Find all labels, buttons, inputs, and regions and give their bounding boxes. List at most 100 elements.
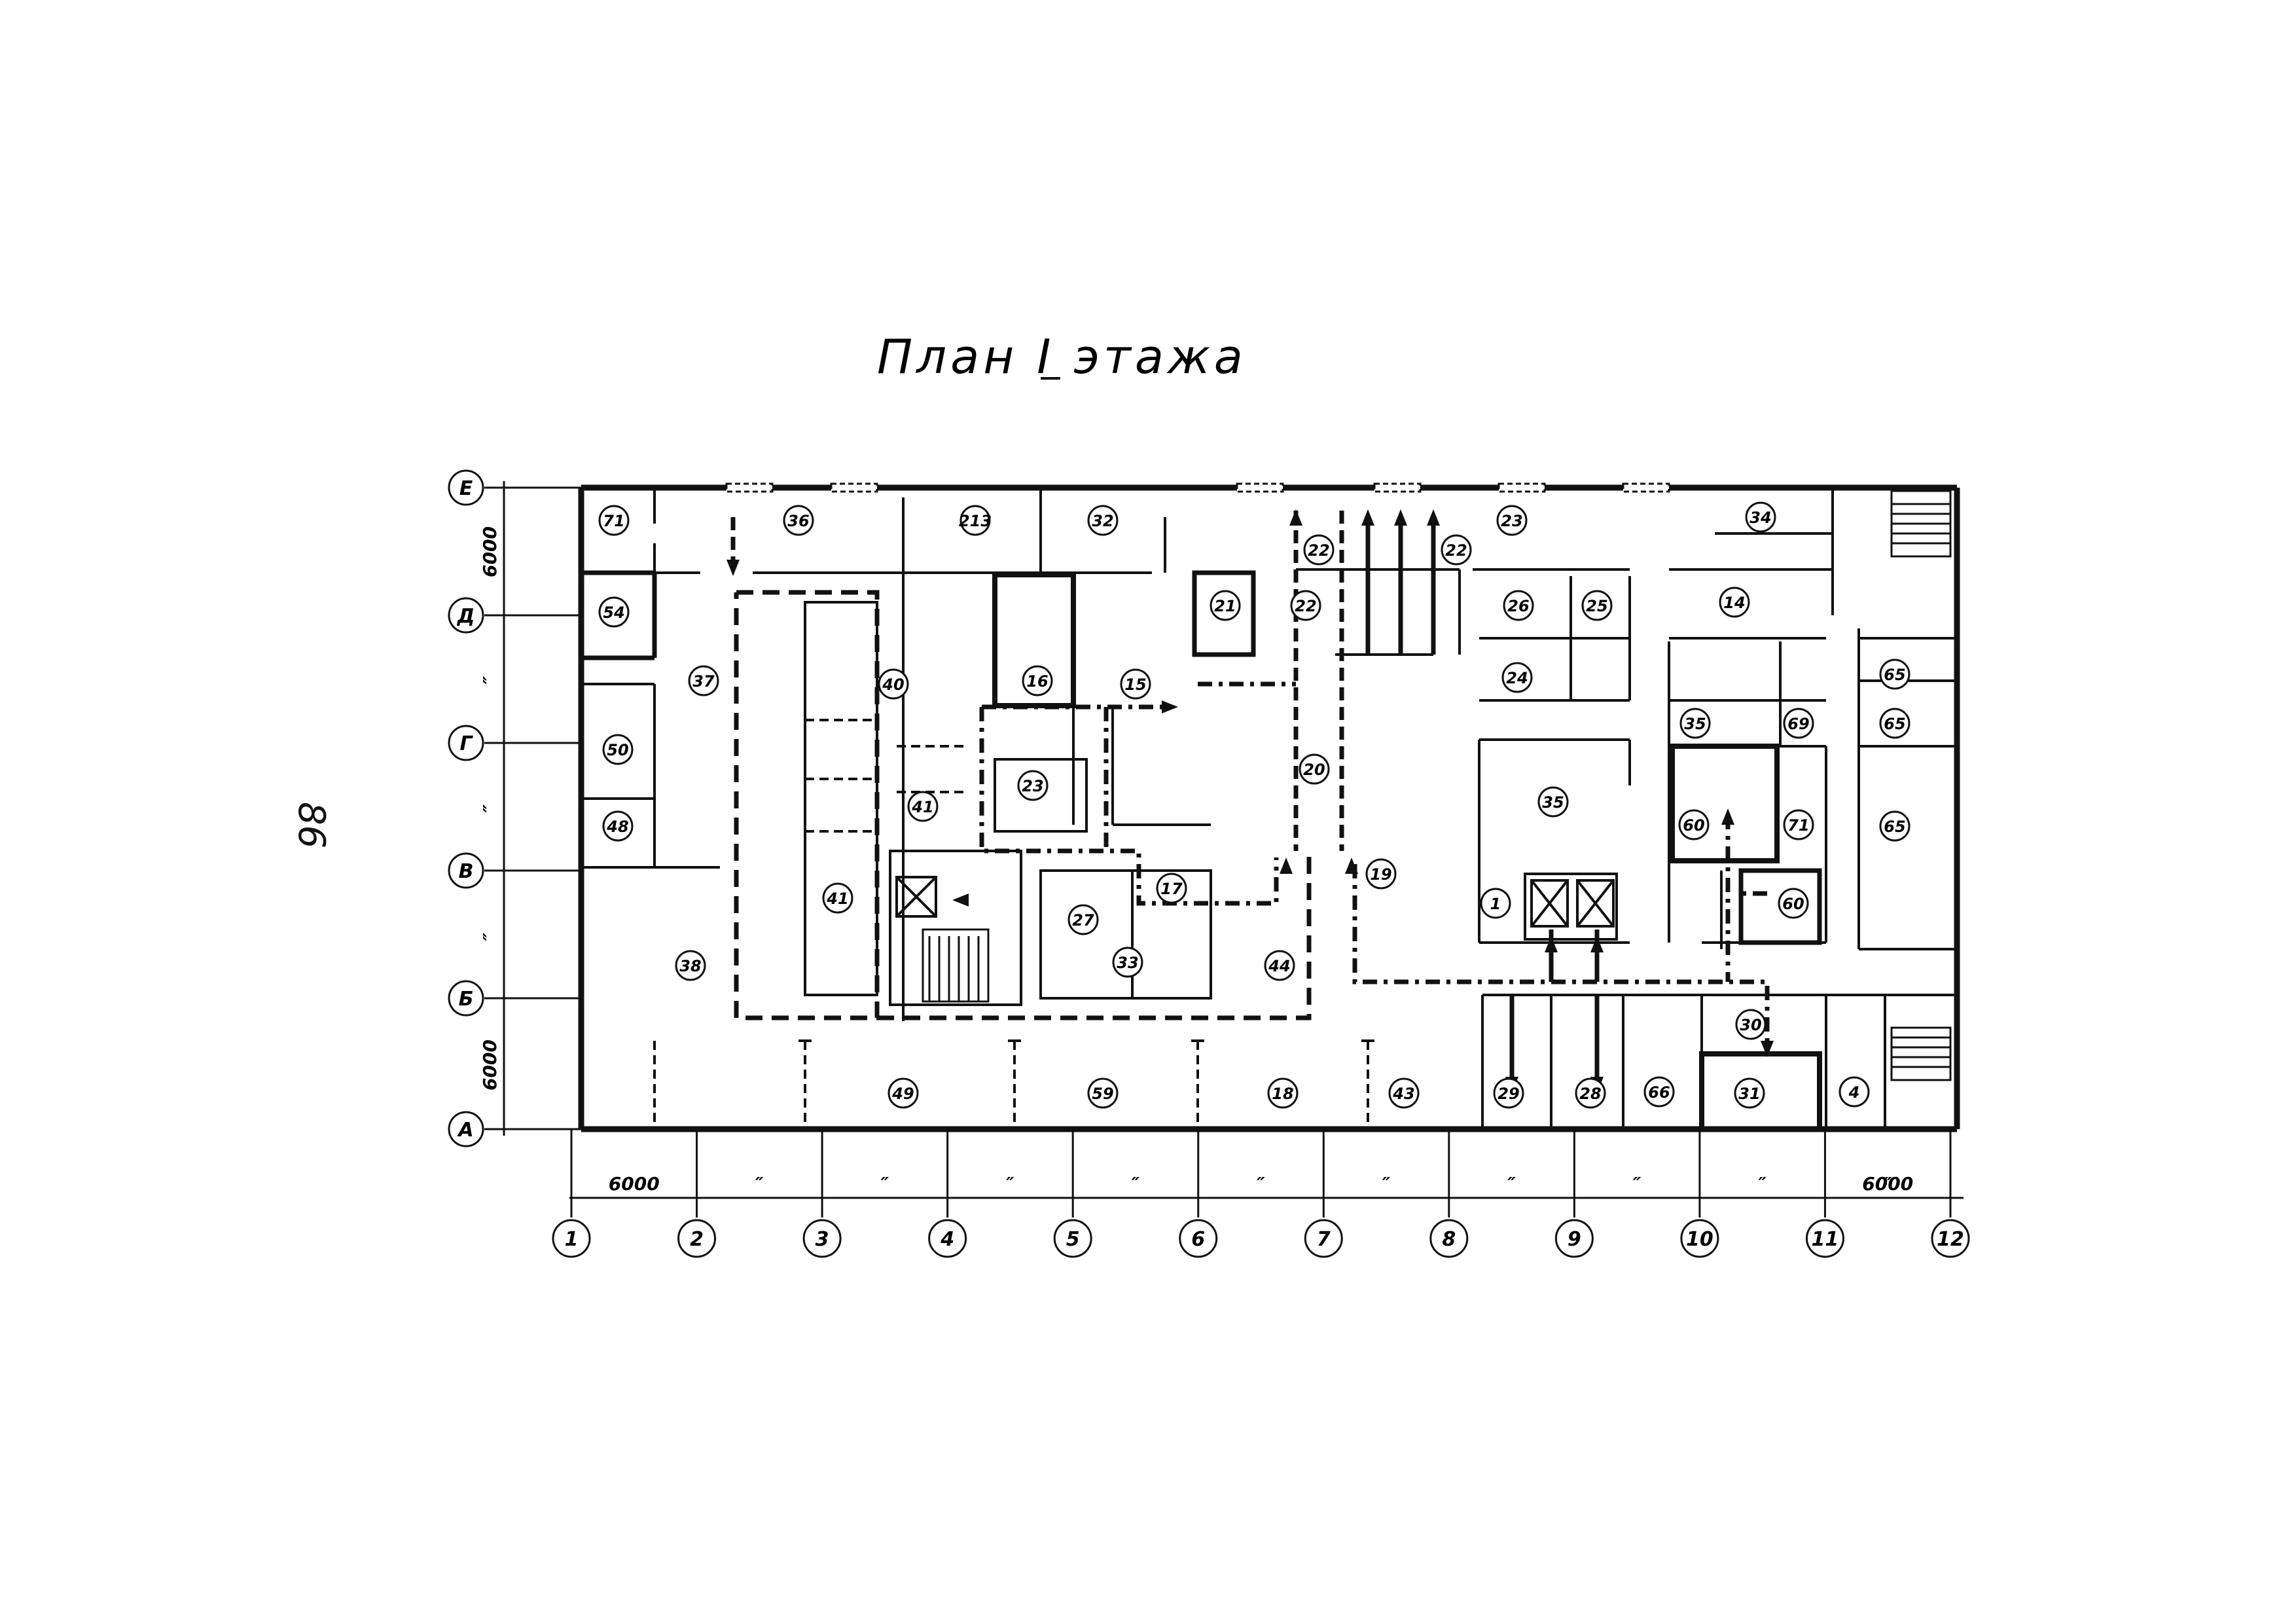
row-axis-label: В [459, 860, 474, 883]
room-marker [1778, 888, 1809, 919]
room-marker [1678, 809, 1710, 840]
room-marker [1441, 534, 1472, 566]
room-marker [1879, 708, 1910, 739]
room-number: 22 [1295, 597, 1316, 615]
staircase-icon [922, 490, 1952, 1081]
room-number: 38 [679, 957, 701, 975]
room-number: 35 [1542, 793, 1564, 812]
room-marker [1783, 809, 1814, 840]
column-axis-label: 4 [940, 1228, 954, 1251]
room-marker [960, 505, 991, 536]
room-marker [602, 734, 634, 765]
dimension-bottom-last: 6000 [1862, 1173, 1913, 1195]
room-number: 66 [1648, 1083, 1670, 1102]
dimension-left-bottom: 6000 [479, 1039, 501, 1091]
room-number: 60 [1683, 816, 1704, 835]
room-marker [1734, 1077, 1765, 1109]
dimension-repeat-mark: ″ [1884, 1173, 1892, 1195]
room-marker [1267, 1077, 1299, 1109]
room-number: 33 [1117, 954, 1138, 972]
arrowhead-icons [726, 509, 1774, 1093]
room-marker [1112, 947, 1143, 978]
room-number: 14 [1723, 594, 1745, 612]
dimension-repeat-mark: ″ [1006, 1173, 1014, 1195]
column-axis-marker [1053, 1219, 1092, 1258]
row-axis-label: Б [459, 988, 474, 1011]
dimension-repeat-mark: ″ [1132, 1173, 1140, 1195]
room-marker [1388, 1077, 1420, 1109]
room-marker [598, 596, 630, 628]
dimension-lines [488, 481, 1964, 1199]
room-number: 40 [882, 676, 904, 694]
room-marker [1022, 665, 1053, 696]
windows [725, 482, 1670, 493]
column-axis-label: 2 [690, 1228, 704, 1251]
column-axis-marker [1554, 1219, 1594, 1258]
room-number: 65 [1884, 666, 1905, 684]
column-axis-marker [1179, 1219, 1218, 1258]
room-number: 21 [1214, 597, 1236, 615]
dimension-repeat-mark: ″ [479, 932, 501, 941]
room-number: 41 [826, 890, 848, 908]
room-number: 23 [1022, 777, 1043, 795]
room-marker [1503, 590, 1534, 621]
room-number: 65 [1884, 818, 1905, 836]
room-number: 213 [959, 512, 992, 530]
room-number: 25 [1586, 597, 1607, 615]
room-number: 71 [1787, 816, 1809, 835]
room-marker [822, 882, 853, 914]
column-axis-marker [552, 1219, 591, 1258]
room-marker [688, 665, 719, 696]
row-axis-marker [448, 852, 484, 889]
room-marker [878, 668, 909, 700]
room-marker [1879, 659, 1910, 690]
room-marker [675, 950, 706, 981]
room-marker [1501, 662, 1533, 693]
room-number: 23 [1501, 512, 1522, 530]
room-number: 65 [1884, 715, 1905, 733]
plan-title: План I этажа [877, 329, 1247, 384]
row-axis-marker [448, 1111, 484, 1147]
room-marker [1735, 1009, 1767, 1040]
room-marker [602, 810, 634, 842]
column-axis-label: 12 [1937, 1228, 1964, 1251]
row-axis-label: Е [459, 477, 473, 500]
row-axis-marker [448, 597, 484, 634]
row-axis-label: А [457, 1119, 473, 1142]
room-number: 18 [1272, 1085, 1293, 1103]
room-number: 4 [1848, 1083, 1860, 1102]
column-axis-label: 1 [565, 1228, 579, 1251]
room-marker [1087, 1077, 1119, 1109]
room-marker [1719, 586, 1750, 618]
column-axis-label: 8 [1442, 1228, 1456, 1251]
room-number: 22 [1308, 541, 1329, 560]
row-axis-label: Г [459, 732, 473, 755]
room-number: 36 [787, 512, 809, 530]
dimension-repeat-mark: ″ [1507, 1173, 1516, 1195]
room-number: 35 [1684, 715, 1706, 733]
column-axis-label: 11 [1812, 1228, 1839, 1251]
room-number: 49 [891, 1085, 914, 1103]
room-marker [1299, 753, 1330, 785]
room-number: 34 [1749, 509, 1771, 527]
room-number: 19 [1370, 865, 1391, 884]
room-marker [1679, 708, 1711, 739]
dimension-repeat-mark: ″ [1382, 1173, 1391, 1195]
column-axis-marker [1805, 1219, 1844, 1258]
room-marker [1537, 786, 1569, 818]
room-number: 41 [911, 798, 933, 816]
room-number: 48 [606, 818, 628, 836]
room-marker [1839, 1076, 1870, 1108]
room-number: 15 [1124, 676, 1146, 694]
room-number: 69 [1787, 715, 1809, 733]
dimension-repeat-mark: ″ [479, 804, 501, 812]
column-axis-marker [1931, 1219, 1970, 1258]
room-marker [1643, 1076, 1675, 1108]
room-marker [1210, 590, 1241, 621]
dimension-repeat-mark: ″ [1633, 1173, 1641, 1195]
room-marker [783, 505, 814, 536]
room-marker [1067, 904, 1099, 935]
room-marker [1496, 505, 1528, 536]
